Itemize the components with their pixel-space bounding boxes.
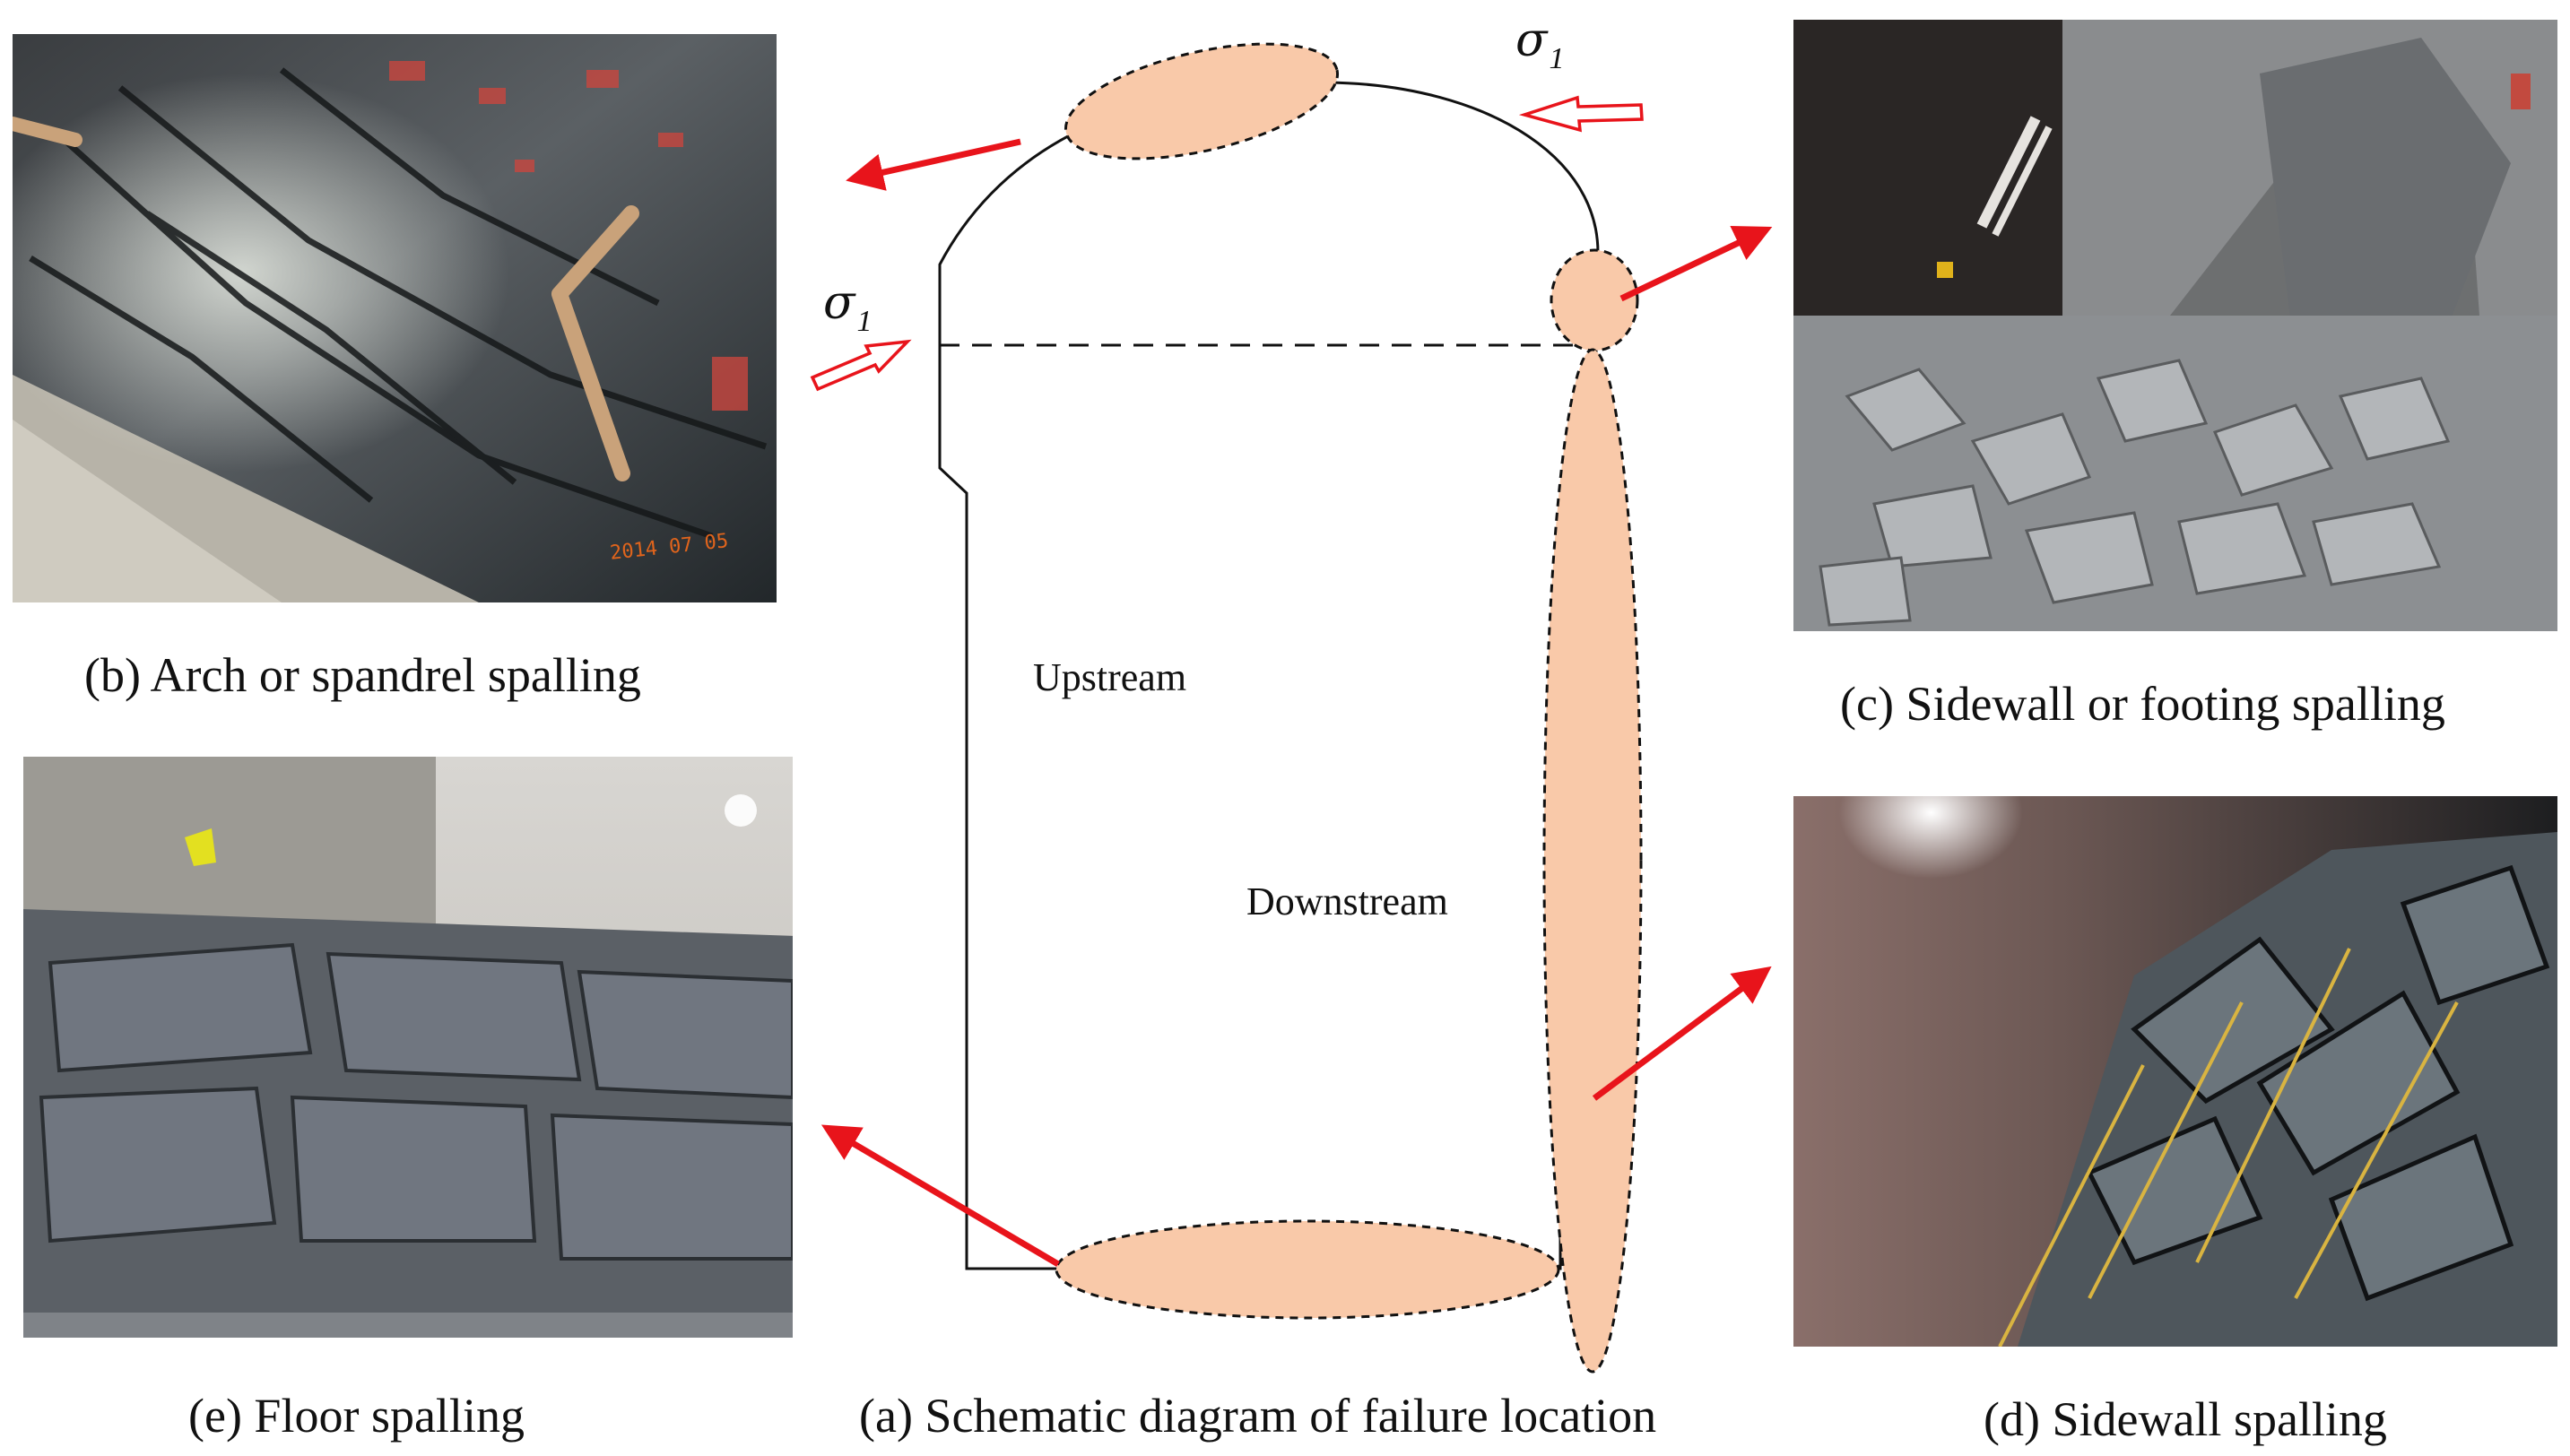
caption-d: (d) Sidewall spalling bbox=[1984, 1392, 2387, 1446]
photo-sidewall-footing-spalling-image bbox=[1793, 20, 2557, 631]
zone-arch bbox=[1064, 42, 1340, 160]
hollow-red-arrow-icon bbox=[810, 339, 912, 392]
photo-sidewall-footing-spalling bbox=[1793, 20, 2557, 631]
photo-floor-spalling-image bbox=[23, 757, 793, 1338]
zone-sidewall bbox=[1542, 348, 1643, 1374]
photo-sidewall-spalling bbox=[1793, 796, 2557, 1347]
caption-a: (a) Schematic diagram of failure locatio… bbox=[859, 1389, 1657, 1443]
red-arrow-icon bbox=[820, 1124, 1060, 1268]
red-arrow-icon bbox=[846, 138, 1021, 191]
red-arrow-icon bbox=[1619, 226, 1773, 302]
caption-e: (e) Floor spalling bbox=[188, 1389, 525, 1443]
caption-b: (b) Arch or spandrel spalling bbox=[84, 648, 641, 702]
zone-floor bbox=[1055, 1219, 1560, 1320]
photo-arch-spalling-image bbox=[13, 34, 777, 602]
photo-sidewall-spalling-image bbox=[1793, 796, 2557, 1347]
stress-label-top: σ1 bbox=[1515, 13, 1565, 75]
red-arrow-icon bbox=[1592, 966, 1772, 1101]
caption-c: (c) Sidewall or footing spalling bbox=[1840, 677, 2445, 731]
hollow-red-arrow-icon bbox=[1518, 95, 1644, 133]
stress-label-left: σ1 bbox=[823, 276, 873, 338]
downstream-label: Downstream bbox=[1246, 880, 1448, 923]
photo-arch-spalling bbox=[13, 34, 777, 602]
photo-floor-spalling bbox=[23, 757, 793, 1338]
upstream-label: Upstream bbox=[1033, 655, 1186, 699]
